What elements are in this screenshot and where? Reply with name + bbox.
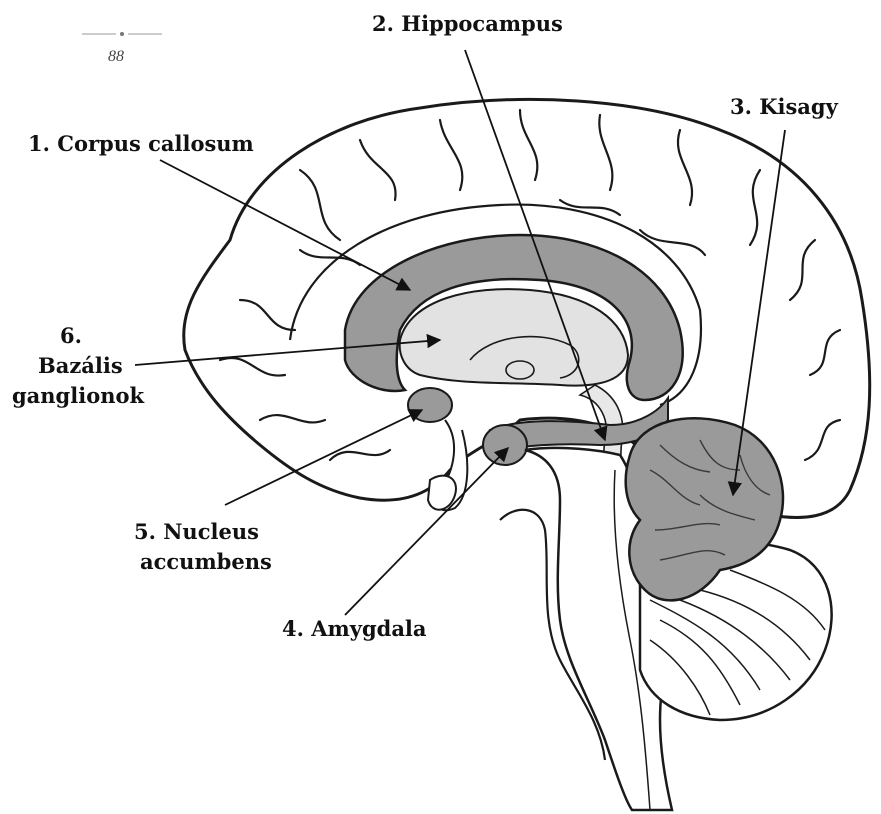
label-bazalis-line2: Bazális [38,354,123,378]
label-nucleus-accumbens-line1: 5. Nucleus [134,520,259,544]
amygdala-region [483,425,527,465]
label-bazalis-line3: ganglionok [12,384,144,408]
page-number: 88 [108,48,124,66]
page-ornament [82,30,162,38]
label-bazalis-line1: 6. [60,324,82,348]
label-kisagy: 3. Kisagy [730,95,838,119]
label-corpus-callosum: 1. Corpus callosum [28,132,254,156]
label-amygdala: 4. Amygdala [282,617,427,641]
label-hippocampus: 2. Hippocampus [372,12,563,36]
label-nucleus-accumbens-line2: accumbens [140,550,272,574]
nucleus-accumbens-region [408,388,452,422]
